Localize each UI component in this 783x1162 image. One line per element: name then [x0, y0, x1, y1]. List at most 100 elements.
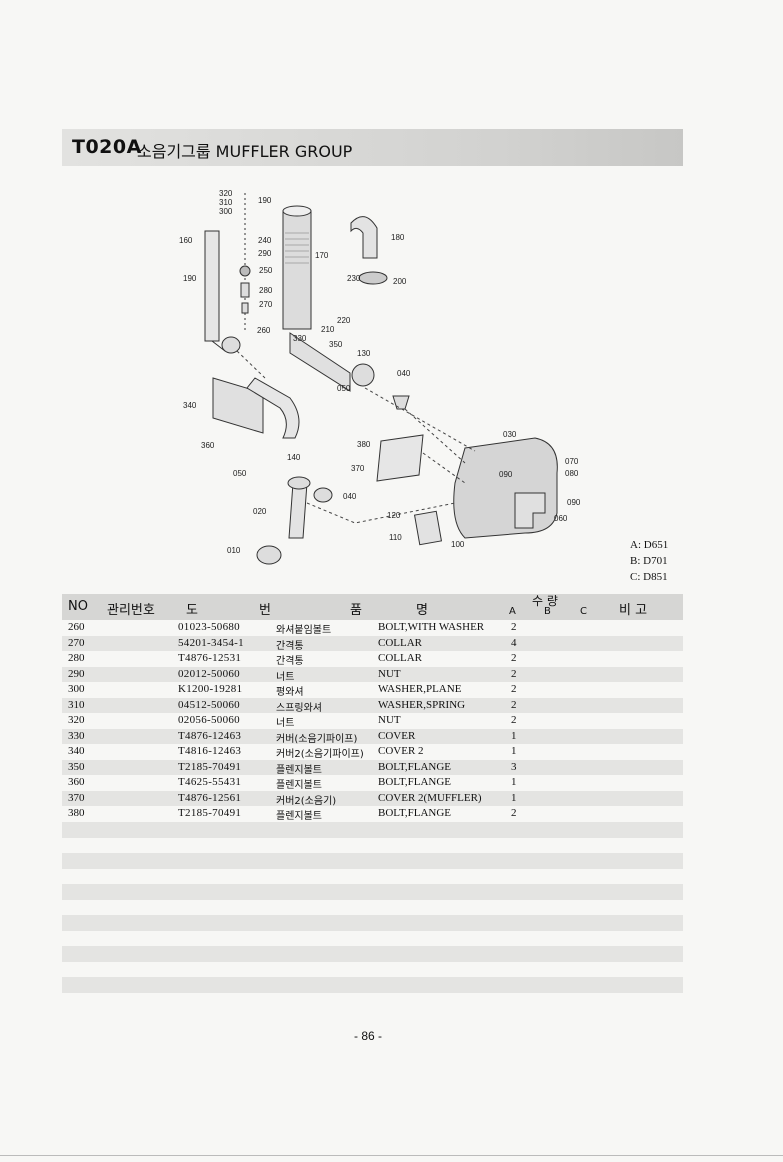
cell-name-english: COVER 2(MUFFLER) — [378, 791, 482, 804]
svg-text:100: 100 — [451, 540, 465, 549]
cell-part-number: T4876-12561 — [178, 791, 242, 804]
cell-name-korean: 간격통 — [276, 640, 304, 652]
cell-name-english: WASHER,PLANE — [378, 683, 462, 695]
cell-qty-a: 1 — [511, 776, 517, 788]
svg-text:180: 180 — [391, 233, 405, 242]
cell-part-number: T2185-70491 — [178, 807, 242, 819]
section-title-bar: T020A 소음기그룹 MUFFLER GROUP — [62, 129, 683, 166]
col-remark: 비 고 — [619, 603, 648, 618]
svg-text:280: 280 — [259, 286, 273, 295]
svg-text:090: 090 — [567, 498, 581, 507]
model-b: B: D701 — [630, 555, 668, 567]
section-code: T020A — [72, 136, 142, 158]
cell-name-english: COLLAR — [378, 636, 422, 649]
cell-part-number: 04512-50060 — [178, 698, 240, 711]
cell-qty-a: 1 — [511, 791, 517, 804]
cell-name-korean: 너트 — [276, 671, 295, 683]
svg-text:190: 190 — [183, 274, 197, 283]
svg-text:270: 270 — [259, 300, 273, 309]
cell-name-korean: 플렌지볼트 — [276, 764, 322, 776]
cell-part-number: 02056-50060 — [178, 714, 240, 726]
cell-name-korean: 평와셔 — [276, 687, 304, 698]
cell-no: 330 — [68, 729, 85, 742]
parts-table: NO 관리번호 도 번 품 명 수 량 A B C 비 고 260 01023-5… — [62, 594, 683, 822]
svg-text:080: 080 — [565, 469, 579, 478]
model-c: C: D851 — [630, 571, 668, 583]
page-number: - 86 - — [354, 1029, 383, 1043]
svg-text:050: 050 — [233, 469, 247, 478]
cell-no: 300 — [68, 683, 85, 695]
cell-name-english: BOLT,WITH WASHER — [378, 621, 485, 633]
svg-text:310: 310 — [219, 198, 233, 207]
svg-text:370: 370 — [351, 464, 365, 473]
svg-text:330: 330 — [293, 334, 307, 343]
col-drawing-2: 번 — [259, 603, 271, 618]
col-qty-c: C — [580, 606, 587, 617]
col-qty-a: A — [509, 606, 516, 617]
cell-part-number: 02012-50060 — [178, 667, 240, 680]
cell-no: 350 — [68, 760, 85, 773]
svg-text:220: 220 — [337, 316, 351, 325]
cell-qty-a: 2 — [511, 714, 517, 726]
svg-text:090: 090 — [499, 470, 513, 479]
col-qty-b: B — [544, 606, 551, 617]
cell-name-korean: 커버2(소음기) — [276, 795, 337, 807]
svg-text:260: 260 — [257, 326, 271, 335]
cell-name-english: COVER — [378, 729, 416, 742]
cell-name-english: WASHER,SPRING — [378, 698, 466, 711]
col-name-2: 명 — [416, 603, 428, 618]
svg-text:110: 110 — [389, 533, 402, 542]
cell-part-number: 01023-50680 — [178, 621, 240, 633]
cell-part-number: 54201-3454-1 — [178, 636, 244, 649]
svg-text:250: 250 — [259, 266, 273, 275]
cell-name-english: NUT — [378, 714, 401, 726]
cell-qty-a: 2 — [511, 667, 517, 680]
empty-table-rows — [62, 822, 683, 1008]
model-legend: A: D651 B: D701 C: D851 — [630, 537, 668, 585]
cell-part-number: T4876-12463 — [178, 729, 242, 742]
cell-part-number: T4876-12531 — [178, 652, 242, 664]
svg-text:040: 040 — [397, 369, 411, 378]
cell-qty-a: 3 — [511, 760, 517, 773]
cell-no: 310 — [68, 698, 85, 711]
svg-text:200: 200 — [393, 277, 407, 286]
cell-part-number: T4625-55431 — [178, 776, 242, 788]
cell-no: 260 — [68, 621, 85, 633]
cell-name-korean: 너트 — [276, 718, 295, 729]
svg-text:380: 380 — [357, 440, 371, 449]
svg-text:120: 120 — [387, 511, 401, 520]
cell-qty-a: 2 — [511, 807, 517, 819]
svg-text:350: 350 — [329, 340, 343, 349]
svg-text:170: 170 — [315, 251, 329, 260]
cell-no: 380 — [68, 807, 85, 819]
cell-qty-a: 2 — [511, 621, 517, 633]
svg-text:240: 240 — [258, 236, 272, 245]
table-header: NO 관리번호 도 번 품 명 수 량 A B C 비 고 — [62, 594, 683, 620]
col-name-1: 품 — [350, 603, 362, 618]
svg-text:140: 140 — [287, 453, 301, 462]
col-qty: 수 량 — [532, 594, 558, 608]
cell-name-english: BOLT,FLANGE — [378, 776, 452, 788]
svg-text:020: 020 — [253, 507, 267, 516]
svg-text:050: 050 — [337, 384, 351, 393]
svg-text:030: 030 — [503, 430, 517, 439]
cell-name-english: NUT — [378, 667, 401, 680]
cell-no: 340 — [68, 745, 85, 757]
svg-text:300: 300 — [219, 207, 233, 216]
cell-name-korean: 커버2(소음기파이프) — [276, 749, 364, 760]
page-edge — [0, 1155, 783, 1156]
